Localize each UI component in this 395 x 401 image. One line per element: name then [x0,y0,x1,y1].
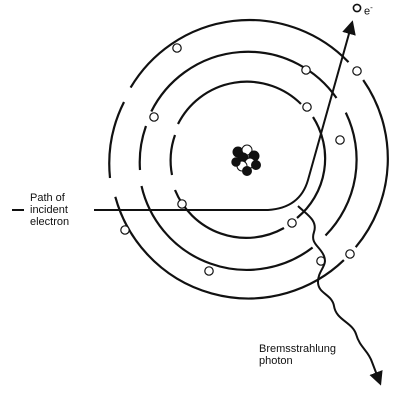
orbital-electron [178,200,186,208]
incident-path-label-line2: incident [30,204,88,216]
orbital-electron [121,226,129,234]
outer-shell-arc-top [131,20,349,88]
orbital-electron [205,267,213,275]
inner-shell-arc-top [178,82,301,124]
scattered-electron [353,4,360,11]
orbital-electron [173,44,181,52]
middle-shell-arc-left [140,126,146,170]
electron-label: e- [364,2,373,18]
photon-label-line2: photon [259,355,336,367]
middle-shell-arc-bottom [142,186,313,270]
incident-path-label-line3: electron [30,216,88,228]
orbital-electron [336,136,344,144]
electron-charge: - [370,3,373,12]
inner-shell-arc-left [171,135,175,175]
outer-shell-arc-bottom [115,197,344,299]
photon-label-line1: Bremsstrahlung [259,343,336,355]
incident-path-label-line1: Path of [30,192,88,204]
orbital-electron [302,66,310,74]
photon-label: Bremsstrahlung photon [259,343,336,367]
orbital-electron [303,103,311,111]
outer-shell-arc-right [356,80,388,247]
orbital-electron [150,113,158,121]
middle-shell-arc-right [326,113,357,236]
outer-shell-arc-left [109,102,124,178]
orbital-electron [346,250,354,258]
orbital-electron [353,67,361,75]
nucleus [232,145,261,176]
orbital-electron [288,219,296,227]
incident-path-label: Path of incident electron [30,192,88,228]
inner-shell-arc-bottom [175,190,284,238]
